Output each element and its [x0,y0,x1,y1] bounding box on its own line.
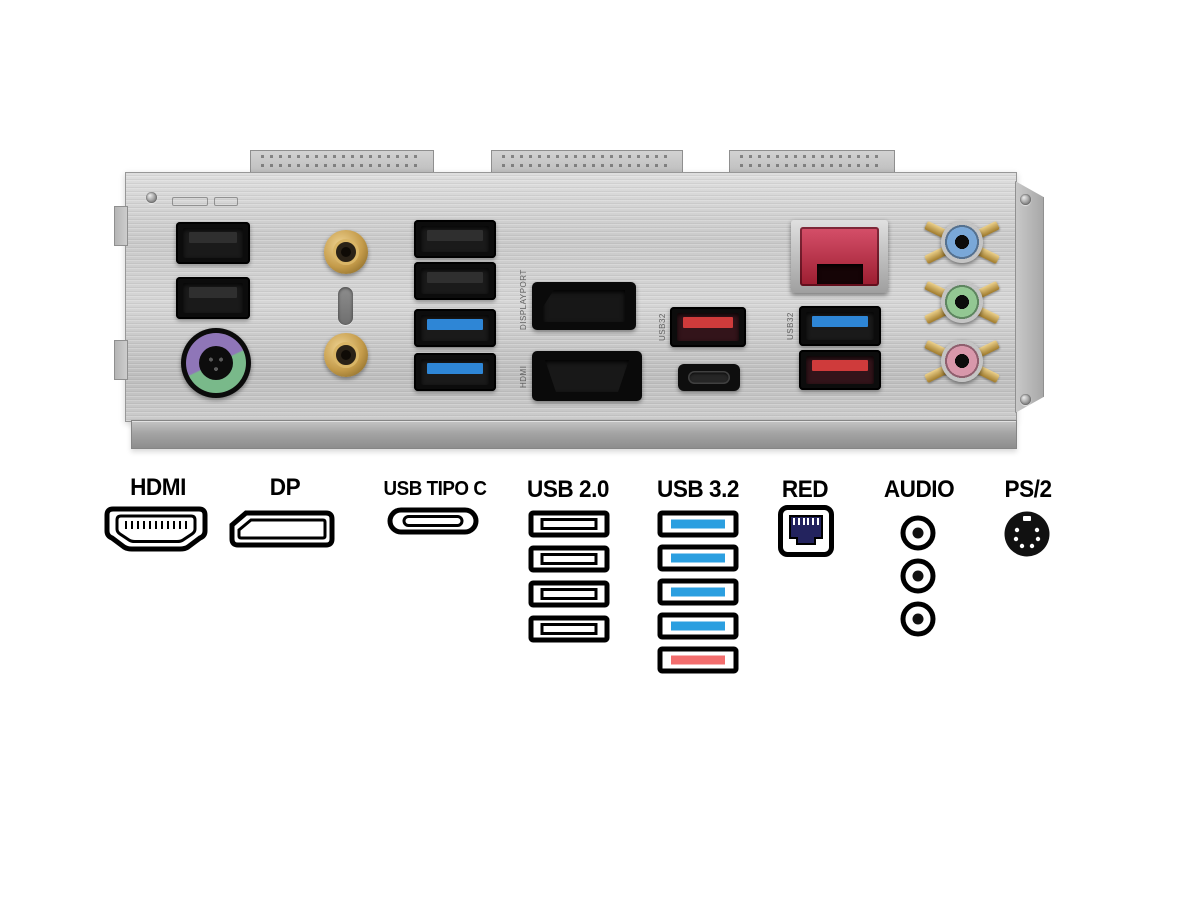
legend-label-usb20: USB 2.0 [527,476,609,503]
screw-icon [146,192,157,203]
etched-label: DISPLAYPORT [519,269,528,330]
hdmi-port [532,351,642,401]
ps2-icon [1004,511,1050,557]
usb-a-icon [657,544,739,572]
legend-label-hdmi: HDMI [130,474,186,501]
usb-a-icon [657,646,739,674]
usb2-port [414,262,496,300]
audio-jack-icon [900,558,936,594]
ps2-combo-port [181,328,251,398]
wifi-antenna-connector [324,333,368,377]
etched-label: HDMI [519,365,528,389]
audio-jack-line-in [941,221,983,263]
legend-label-usb-c: USB TIPO C [383,478,487,500]
lan-rj45-port [791,220,888,293]
audio-jack-icon [900,515,936,551]
legend-label-red: RED [781,476,829,503]
usb3-port [799,306,881,346]
mounting-tab [250,150,434,175]
etched-label: USB32 [658,313,667,341]
usb-c-icon [387,507,479,535]
usb2-port [414,220,496,258]
usb2-port [176,277,250,319]
usb32-icon-stack [657,510,739,680]
usb3-port [414,353,496,391]
hdmi-port-icon [104,506,208,552]
ethernet-icon [778,505,834,557]
audio-jack-line-out [941,281,983,323]
wifi-antenna-connector [324,230,368,274]
audio-icon-stack [898,513,938,642]
etched-mark [214,197,238,206]
usb-a-icon [528,615,610,643]
usb3-port [414,309,496,347]
displayport-icon [229,510,335,548]
usb2-port [176,222,250,264]
usb-a-icon [528,510,610,538]
io-shield-side-tab [114,206,128,246]
legend-label-dp: DP [269,474,301,501]
usb3-red-port [799,350,881,390]
mounting-tab [491,150,683,175]
usb-a-icon [528,580,610,608]
audio-jack-icon [900,601,936,637]
displayport-port [532,282,636,330]
audio-jack-mic [941,340,983,382]
etched-label: USB32 [786,312,795,340]
usb20-icon-stack [528,510,610,650]
legend-label-usb32: USB 3.2 [657,476,739,503]
mounting-tab [729,150,895,175]
usb-a-icon [657,510,739,538]
legend-label-ps2: PS/2 [1004,476,1052,503]
io-shield-side-tab [114,340,128,380]
screw-icon [1020,194,1031,205]
etched-mark [172,197,208,206]
vent-slot [338,287,353,325]
io-shield-bottom-edge [131,420,1017,449]
usb-a-icon [657,612,739,640]
legend-label-audio: AUDIO [883,476,955,503]
screw-icon [1020,394,1031,405]
io-shield-right-edge [1015,181,1044,413]
usb-a-icon [657,578,739,606]
usb-c-port [678,364,740,391]
usb-a-icon [528,545,610,573]
usb3-red-port [670,307,746,347]
